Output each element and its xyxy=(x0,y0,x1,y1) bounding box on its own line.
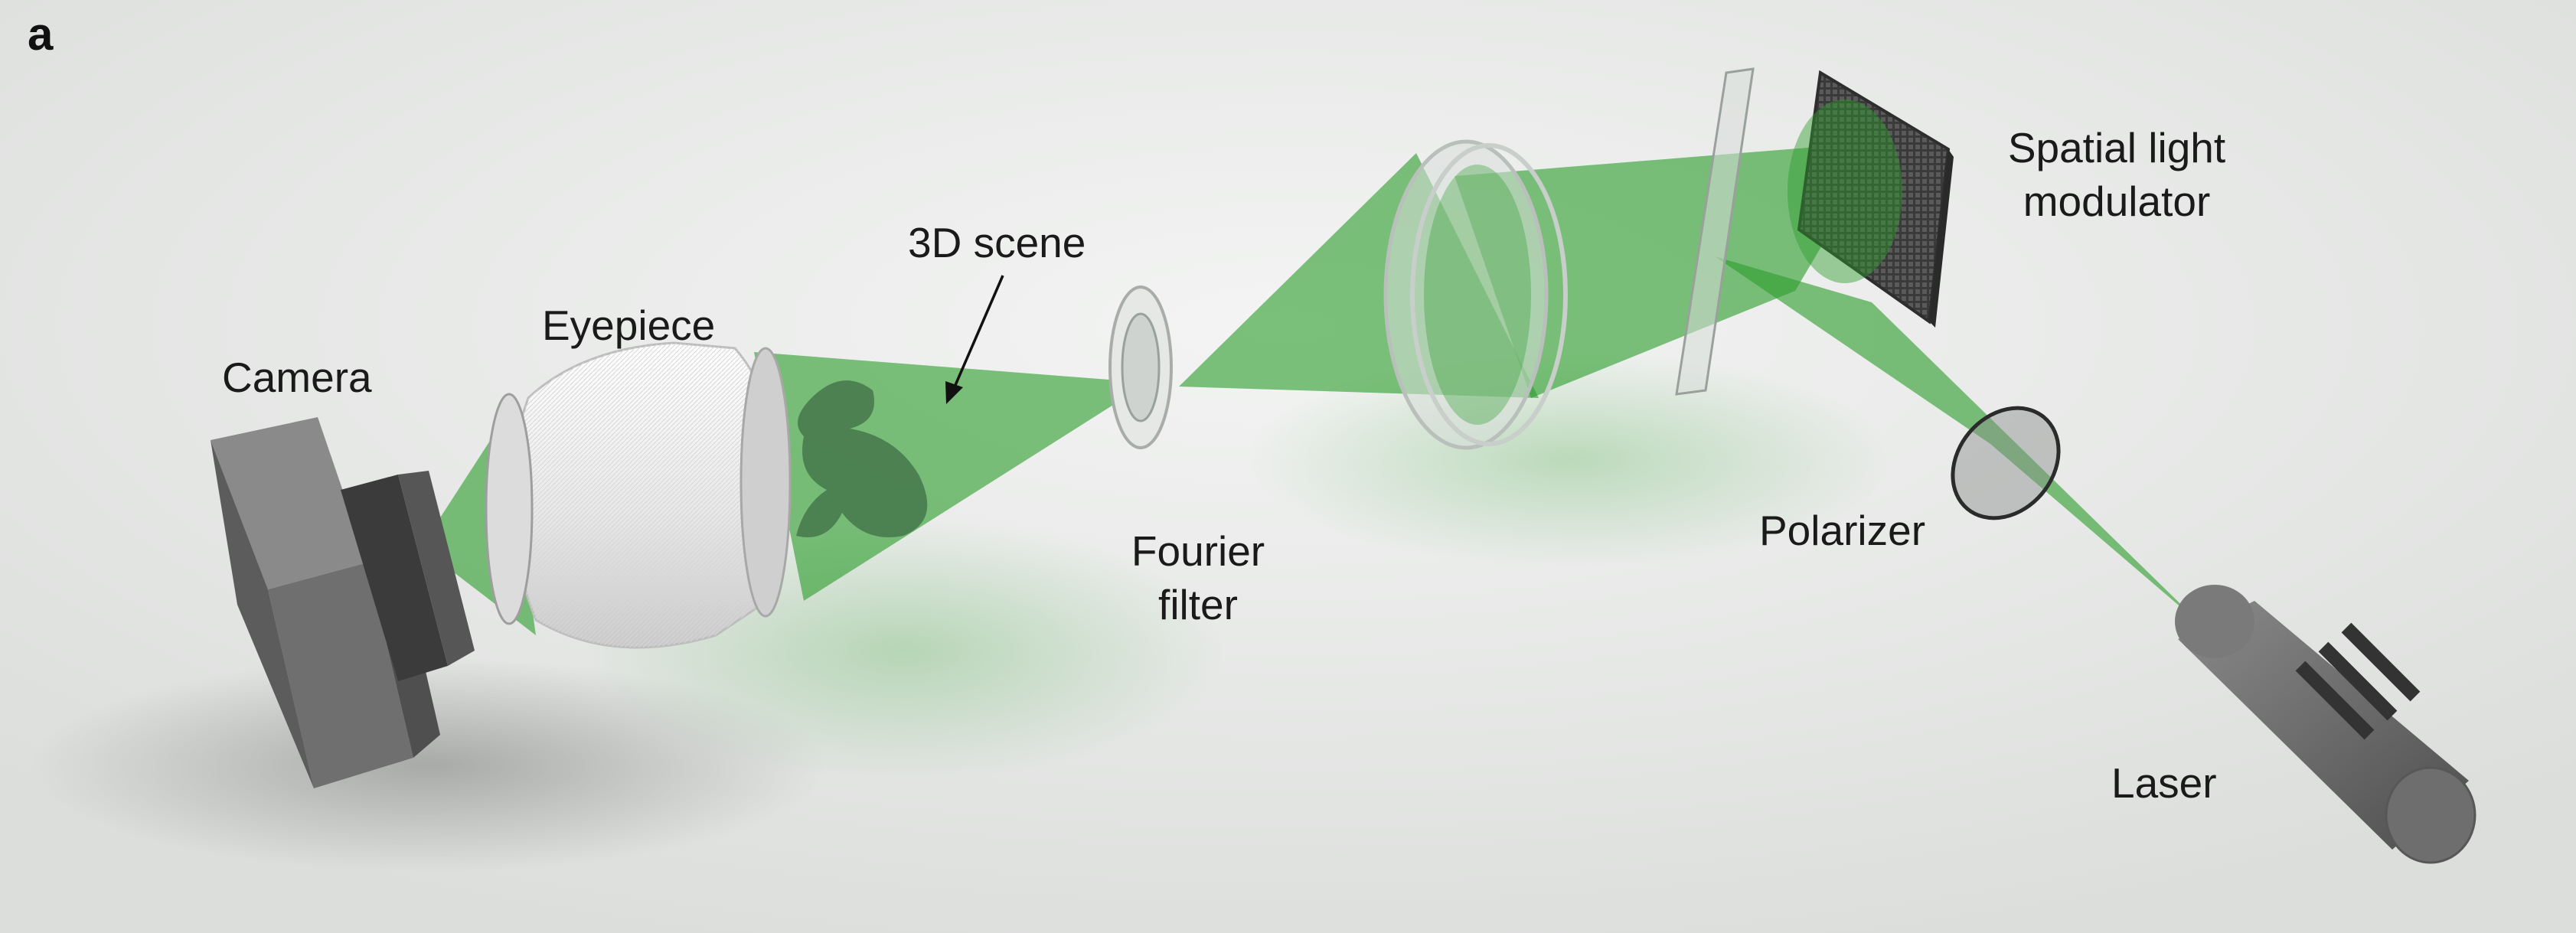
camera-device xyxy=(211,417,475,788)
camera-label: Camera xyxy=(222,354,372,401)
laser-device xyxy=(2175,585,2476,864)
slm-label-line2: modulator xyxy=(2023,178,2211,225)
spatial-light-modulator xyxy=(1788,70,1954,328)
scene-label: 3D scene xyxy=(908,219,1086,266)
dragon-scene-shape xyxy=(796,380,928,537)
eyepiece-lens xyxy=(485,341,792,649)
fourier-filter-label-line1: Fourier xyxy=(1131,527,1265,575)
eyepiece-label: Eyepiece xyxy=(542,302,716,349)
fourier-filter-label: Fourier filter xyxy=(1106,524,1290,631)
laser-label: Laser xyxy=(2111,759,2217,807)
slm-label: Spatial light modulator xyxy=(1979,121,2254,228)
slm-label-line1: Spatial light xyxy=(2007,124,2226,171)
panel-letter: a xyxy=(28,8,54,60)
fourier-filter-label-line2: filter xyxy=(1158,581,1238,628)
fourier-lens xyxy=(1383,139,1568,450)
polarizer-label: Polarizer xyxy=(1759,507,1926,554)
beam-splitter xyxy=(1675,67,1755,396)
scene-pointer-arrow xyxy=(945,275,1004,404)
fourier-filter xyxy=(1108,285,1173,449)
polarizer xyxy=(1951,406,2061,520)
